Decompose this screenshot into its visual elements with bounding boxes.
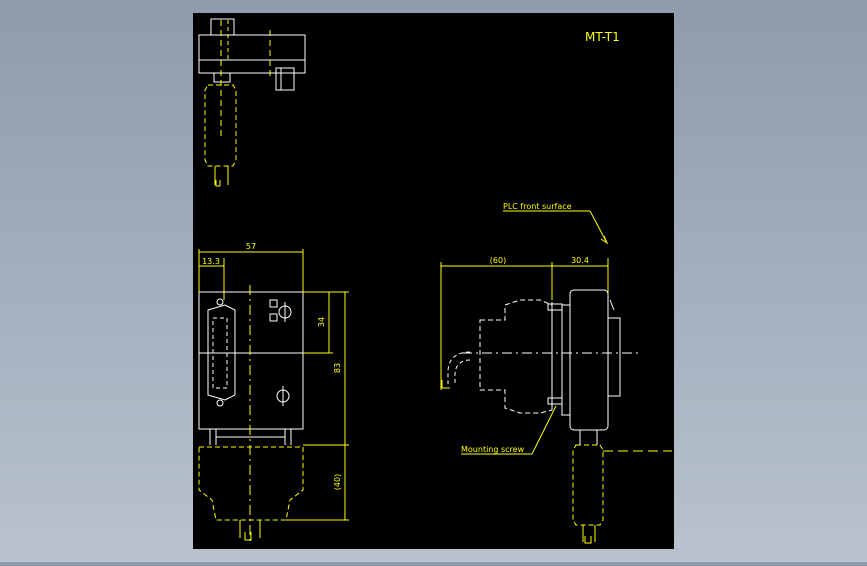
top-view-cable <box>204 84 237 167</box>
dim-height-34: 34 <box>317 317 326 327</box>
dsub-connector <box>207 304 236 401</box>
plc-front-surface-label: PLC front surface <box>503 202 572 211</box>
dim-offset: 13.3 <box>202 257 220 266</box>
top-view <box>198 18 306 187</box>
side-view-plug <box>479 299 553 414</box>
front-view-body <box>198 291 304 430</box>
top-view-body <box>198 34 306 74</box>
dim-depth-30-4: 30.4 <box>571 256 589 265</box>
side-view: PLC front surface (60) 30.4 <box>440 202 672 544</box>
drawing-title: MT-T1 <box>585 30 620 44</box>
dim-cable-40: (40) <box>333 474 342 490</box>
dim-height-83: 83 <box>333 363 342 373</box>
leader-line <box>531 405 557 455</box>
dim-width: 57 <box>246 242 256 251</box>
side-view-cable <box>572 444 604 526</box>
drawing-canvas <box>193 13 674 549</box>
leader-arrow <box>589 210 608 244</box>
dim-depth-60: (60) <box>490 256 506 265</box>
mounting-screw-label: Mounting screw <box>461 445 525 454</box>
front-view: 57 13.3 34 83 (40) <box>198 242 349 545</box>
